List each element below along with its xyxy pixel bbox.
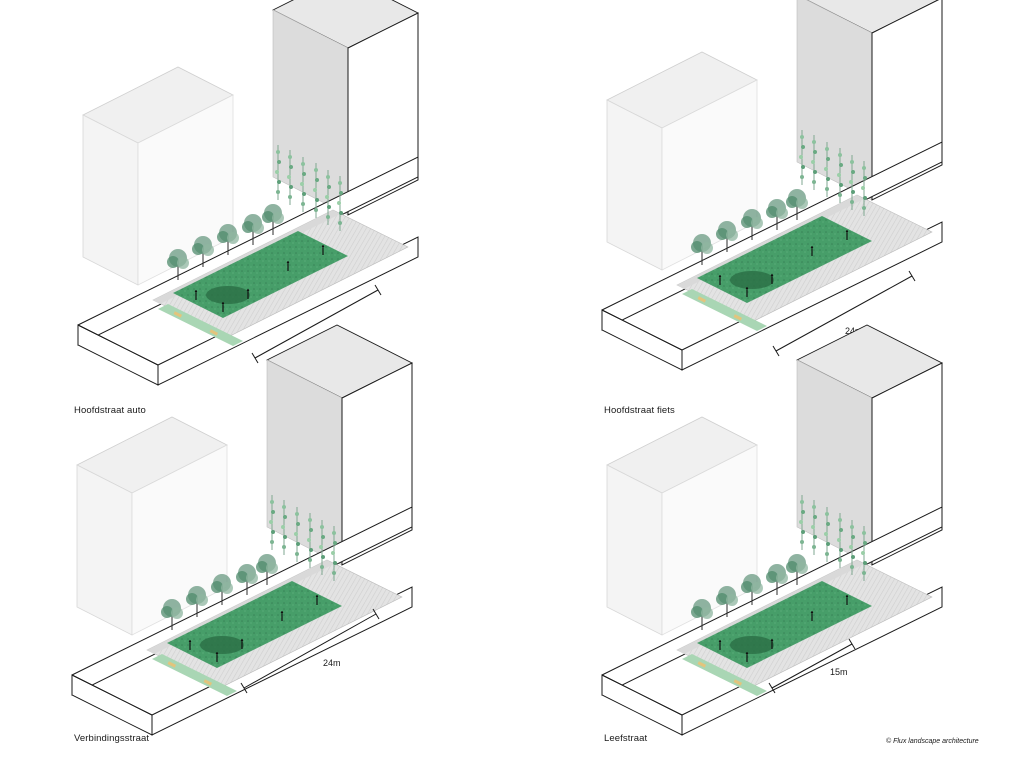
panel-verbindingsstraat: 24m <box>72 325 412 735</box>
caption-verbindingsstraat: Verbindingsstraat <box>74 733 150 744</box>
dimension-label: 24m <box>323 658 341 668</box>
credit-text: © Flux landscape architecture <box>886 738 979 745</box>
dimension-label: 15m <box>830 667 848 677</box>
caption-hoofdstraat-fiets: Hoofdstraat fiets <box>604 405 675 416</box>
panel-leefstraat: 15m <box>602 325 942 735</box>
caption-hoofdstraat-auto: Hoofdstraat auto <box>74 405 146 416</box>
dimension-line-2: 24m <box>772 270 916 357</box>
dimension-line-4: 15m <box>768 638 856 694</box>
panel-hoofdstraat-fiets: 24m <box>602 0 942 370</box>
panel-hoofdstraat-auto: 23m <box>78 0 418 385</box>
caption-leefstraat: Leefstraat <box>604 733 648 744</box>
dimension-line-3: 24m <box>240 608 380 694</box>
dimension-label: 24m <box>845 326 863 336</box>
